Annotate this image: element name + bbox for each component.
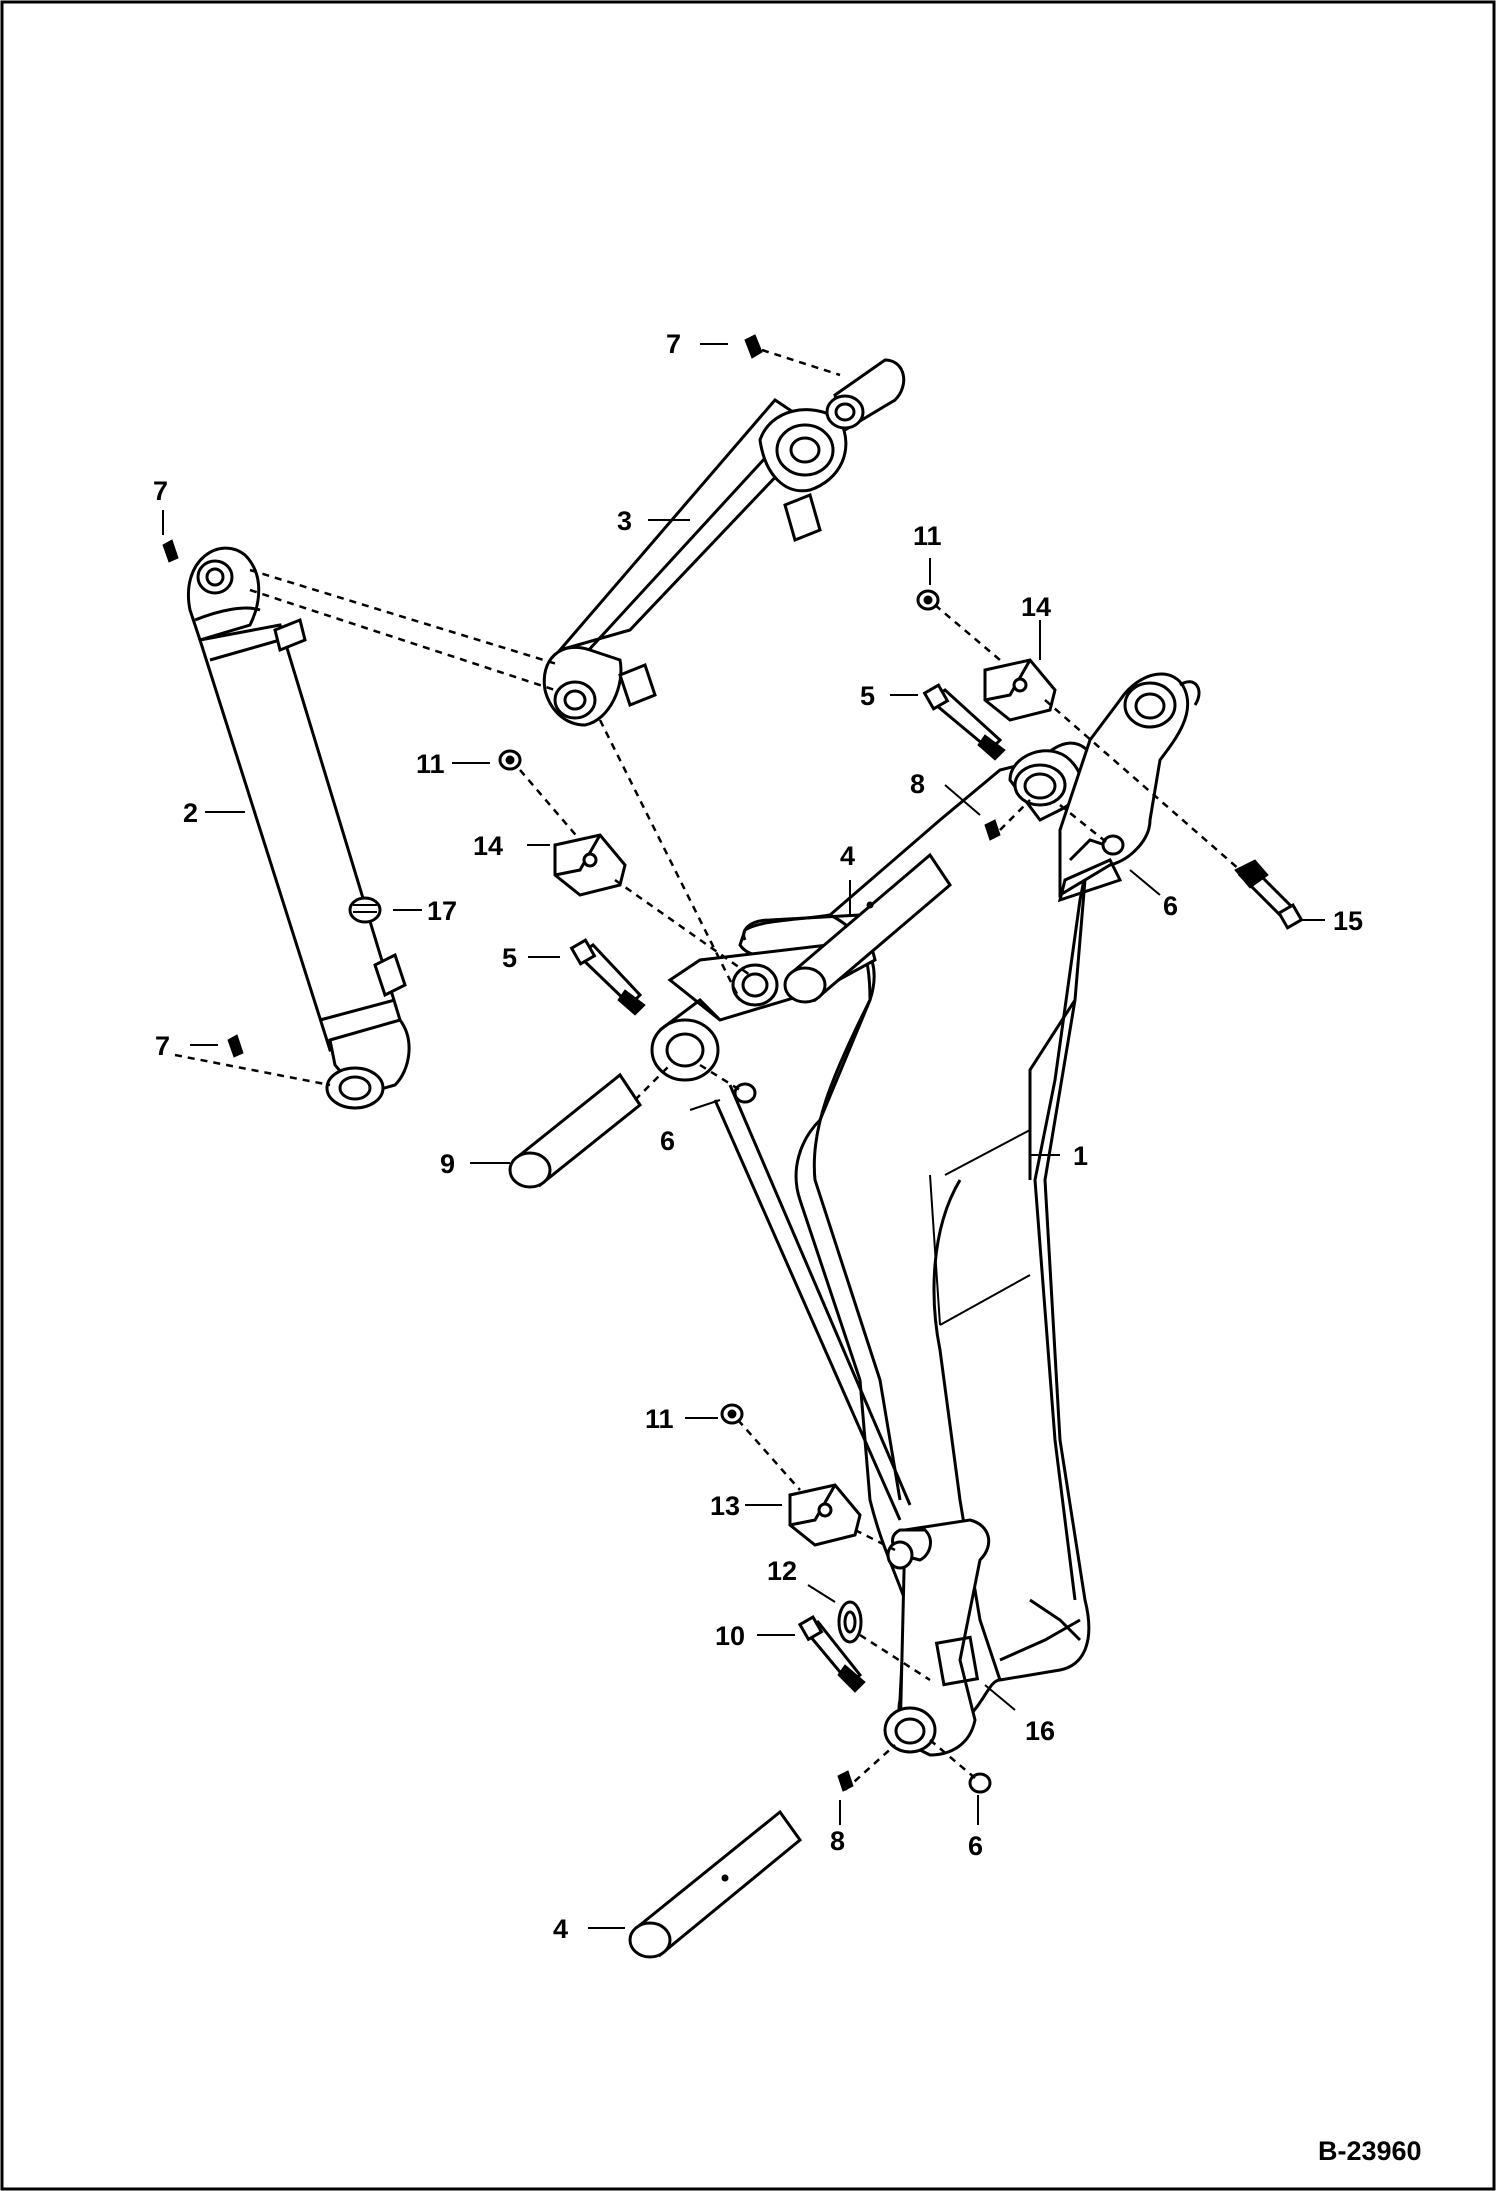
callout-6-bottom: 6 (968, 1831, 983, 1861)
callout-4-lower: 4 (553, 1914, 568, 1944)
nut-11-mid (498, 749, 522, 771)
leader-lines (162, 343, 1325, 1929)
callout-7-left: 7 (153, 476, 168, 506)
nut-11-top (916, 589, 940, 611)
nut-6-right (1101, 834, 1125, 856)
callout-6-mid: 6 (660, 1126, 675, 1156)
clamp-14-lower (553, 833, 627, 897)
pin-stub-lower-boom (886, 1540, 914, 1570)
pin-4-upper (783, 852, 952, 1004)
callout-7-bottom: 7 (155, 1031, 170, 1061)
cylinder-2 (187, 546, 411, 1110)
bolt-15 (1234, 859, 1304, 930)
drawing-reference-number: B-23960 (1318, 2136, 1422, 2166)
callout-6-right: 6 (1163, 891, 1178, 921)
callout-11-mid: 11 (416, 749, 445, 779)
callout-11-top: 11 (913, 521, 942, 551)
grease-fitting-7-bottom (227, 1034, 244, 1058)
callout-2: 2 (183, 798, 198, 828)
boom-cylinder-bracket (650, 913, 912, 1521)
grease-fitting-7-left (162, 539, 179, 563)
callout-labels: 7 7 3 11 14 5 8 11 2 14 4 6 15 17 5 7 9 … (153, 329, 1363, 1944)
clamp-13 (788, 1483, 862, 1547)
assembly-lines (174, 348, 1241, 1791)
callout-11-low: 11 (645, 1404, 674, 1434)
callout-14-lower: 14 (473, 831, 503, 861)
nut-6-mid (733, 1082, 757, 1104)
callout-14-upper: 14 (1021, 592, 1051, 622)
pin-4-lower (628, 1809, 803, 1959)
nut-11-low (720, 1403, 744, 1425)
callout-9: 9 (440, 1149, 455, 1179)
grease-fitting-7-top (744, 334, 763, 359)
bolt-5-lower (569, 938, 646, 1016)
boom (738, 672, 1201, 1757)
nut-6-bottom (968, 1772, 992, 1794)
callout-10: 10 (715, 1621, 745, 1651)
callout-8-lower: 8 (830, 1826, 845, 1856)
clamp-14-upper (983, 658, 1057, 722)
pin-9 (508, 1072, 643, 1189)
callout-13: 13 (710, 1491, 740, 1521)
callout-15: 15 (1333, 906, 1363, 936)
callout-5-upper: 5 (860, 681, 875, 711)
callout-5-lower: 5 (502, 943, 517, 973)
spacer-12 (837, 1600, 863, 1644)
callout-7-top: 7 (666, 329, 681, 359)
bolt-10 (797, 1615, 866, 1693)
callout-4-upper: 4 (840, 841, 855, 871)
grease-fitting-8-upper (984, 819, 1001, 841)
callout-8-upper: 8 (910, 769, 925, 799)
callout-17: 17 (427, 896, 457, 926)
callout-1: 1 (1073, 1141, 1088, 1171)
callout-3: 3 (617, 506, 632, 536)
callout-12: 12 (767, 1556, 797, 1586)
callout-16: 16 (1025, 1716, 1055, 1746)
cylinder-3 (542, 358, 906, 727)
bolt-5-upper (922, 683, 1006, 761)
